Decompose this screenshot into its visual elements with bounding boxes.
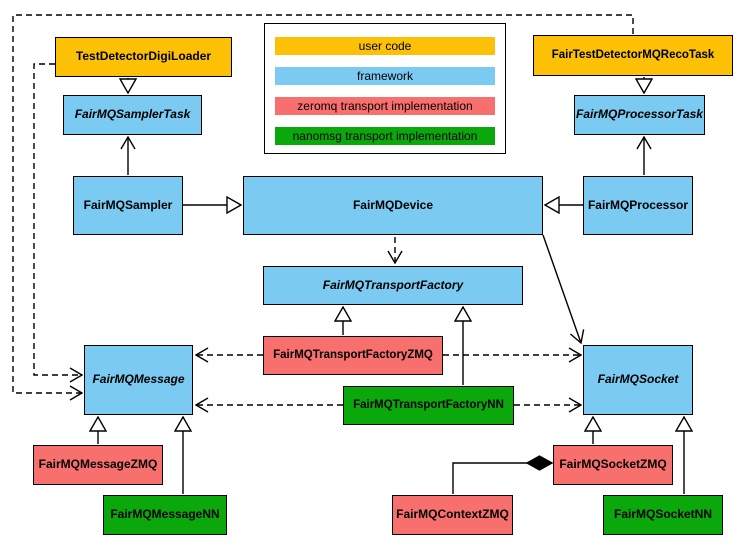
class-label: FairMQDevice [352, 197, 434, 212]
class-box-fairmqdevice: FairMQDevice [243, 176, 543, 235]
class-box-fairmqsocketzmq: FairMQSocketZMQ [553, 445, 673, 485]
legend-label-zeromq: zeromq transport implementation [297, 99, 473, 113]
class-box-fairmqsocketnn: FairMQSocketNN [603, 495, 723, 535]
class-label: FairMQTransportFactoryZMQ [273, 349, 433, 362]
class-box-fairmqmessagezmq: FairMQMessageZMQ [33, 445, 163, 485]
class-box-fairmqtransportfactorynn: FairMQTransportFactoryNN [343, 386, 514, 425]
class-label: TestDetectorDigiLoader [75, 49, 212, 64]
class-box-fairtestdetectormqrecotask: FairTestDetectorMQRecoTask [533, 35, 733, 76]
legend-swatch-zeromq: zeromq transport implementation [275, 97, 495, 115]
class-label: FairMQSocketZMQ [559, 457, 667, 472]
class-label: FairMQTransportFactoryNN [353, 399, 504, 412]
class-box-fairmqcontextzmq: FairMQContextZMQ [392, 495, 513, 535]
class-box-fairmqprocessortask: FairMQProcessorTask [574, 95, 705, 135]
class-box-testdetectordigiloader: TestDetectorDigiLoader [55, 37, 232, 77]
class-box-fairmqsampler: FairMQSampler [73, 176, 183, 235]
class-label: FairTestDetectorMQRecoTask [551, 49, 715, 62]
class-label: FairMQSamplerTask [74, 107, 191, 122]
legend-swatch-framework: framework [275, 67, 495, 85]
class-label: FairMQMessageNN [110, 507, 220, 522]
legend-label-user-code: user code [358, 39, 412, 53]
legend-swatch-nanomsg: nanomsg transport implementation [275, 127, 495, 145]
class-label: FairMQProcessor [587, 197, 689, 212]
class-label: FairMQTransportFactory [322, 277, 464, 292]
class-label: FairMQContextZMQ [396, 507, 509, 522]
class-box-fairmqtransportfactory: FairMQTransportFactory [263, 266, 523, 305]
class-box-fairmqtransportfactoryzmq: FairMQTransportFactoryZMQ [263, 336, 443, 375]
class-label: FairMQProcessorTask [576, 107, 703, 122]
legend: user code framework zeromq transport imp… [264, 23, 506, 154]
legend-label-nanomsg: nanomsg transport implementation [292, 129, 478, 143]
class-box-fairmqsocket: FairMQSocket [583, 345, 693, 415]
class-box-fairmqmessagenn: FairMQMessageNN [103, 495, 227, 535]
class-label: FairMQMessageZMQ [38, 457, 158, 472]
class-label: FairMQSocket [597, 372, 679, 387]
class-label: FairMQSocketNN [613, 507, 713, 522]
legend-swatch-user-code: user code [275, 37, 495, 55]
class-label: FairMQMessage [92, 372, 185, 387]
edge-recotask-message [12, 14, 634, 393]
edge-device-socket [542, 234, 581, 343]
legend-label-framework: framework [356, 69, 413, 83]
edge-contextzmq-socketzmq [452, 463, 552, 494]
class-label: FairMQSampler [83, 197, 173, 212]
edge-digiloader-message [33, 63, 82, 375]
class-box-fairmqsamplertask: FairMQSamplerTask [63, 95, 202, 135]
class-box-fairmqprocessor: FairMQProcessor [583, 176, 693, 235]
class-box-fairmqmessage: FairMQMessage [84, 345, 193, 415]
